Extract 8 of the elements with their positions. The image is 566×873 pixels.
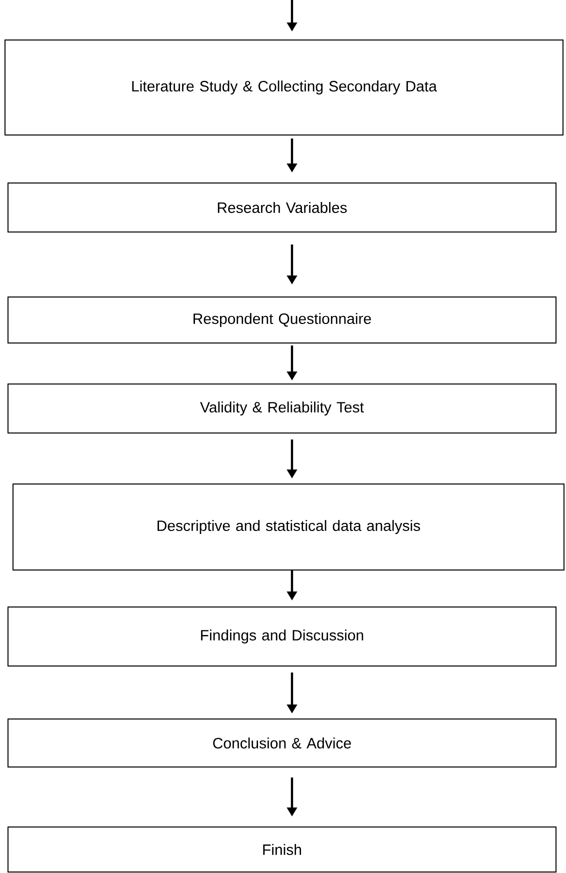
process-box: Respondent Questionnaire: [8, 296, 556, 344]
process-box: Validity & Reliability Test: [8, 384, 556, 434]
process-box: Findings and Discussion: [8, 606, 556, 666]
process-box: Literature Study & Collecting Secondary Data: [4, 40, 564, 136]
process-box: Descriptive and statistical data analysis: [12, 484, 564, 570]
process-box: Finish: [8, 826, 556, 872]
process-box: Conclusion & Advice: [8, 718, 556, 768]
process-box: Research Variables: [8, 182, 556, 232]
